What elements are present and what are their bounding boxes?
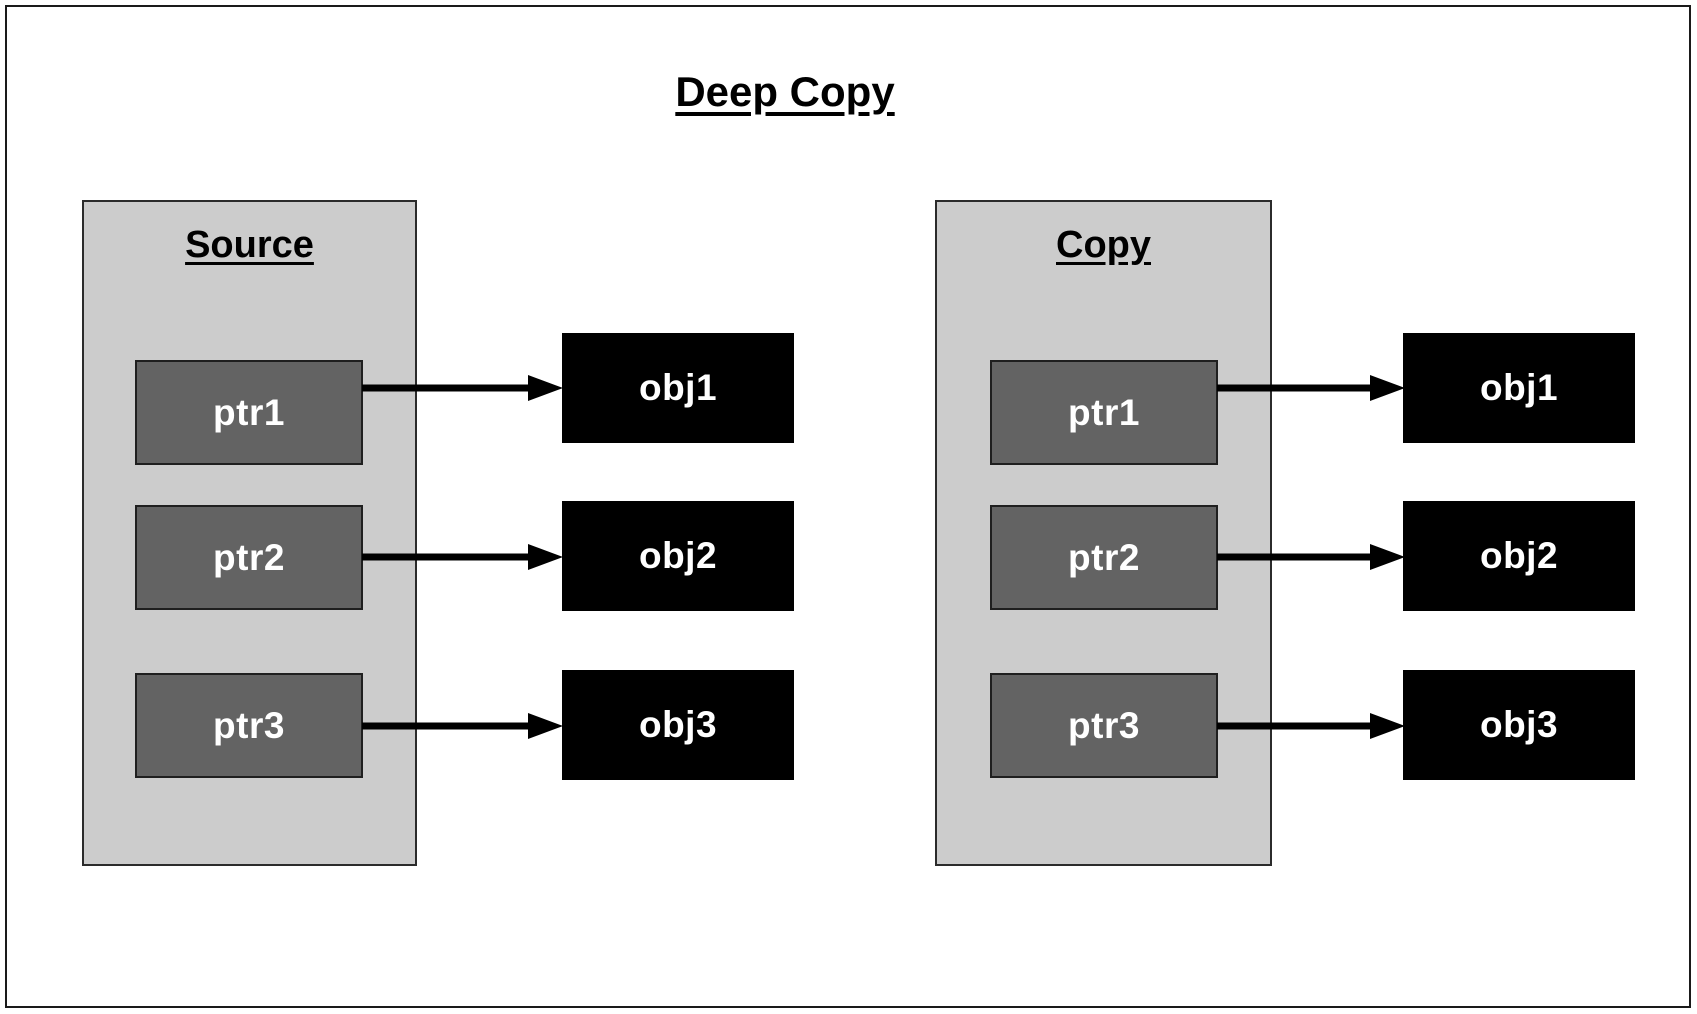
page-title: Deep Copy (675, 68, 895, 115)
source-pointer-box-3[interactable]: ptr3 (135, 673, 363, 778)
copy-pointer-box-3[interactable]: ptr3 (990, 673, 1218, 778)
source-pointer-box-1[interactable]: ptr1 (135, 360, 363, 465)
copy-pointer-box-1[interactable]: ptr1 (990, 360, 1218, 465)
source-pointer-box-2[interactable]: ptr2 (135, 505, 363, 610)
source-object-box-1[interactable]: obj1 (562, 333, 794, 443)
source-panel-title: Source (185, 224, 314, 266)
source-object-box-2[interactable]: obj2 (562, 501, 794, 611)
copy-object-box-2[interactable]: obj2 (1403, 501, 1635, 611)
copy-panel-title: Copy (1056, 224, 1151, 266)
copy-pointer-box-2[interactable]: ptr2 (990, 505, 1218, 610)
copy-object-box-1[interactable]: obj1 (1403, 333, 1635, 443)
source-object-box-3[interactable]: obj3 (562, 670, 794, 780)
copy-object-box-3[interactable]: obj3 (1403, 670, 1635, 780)
